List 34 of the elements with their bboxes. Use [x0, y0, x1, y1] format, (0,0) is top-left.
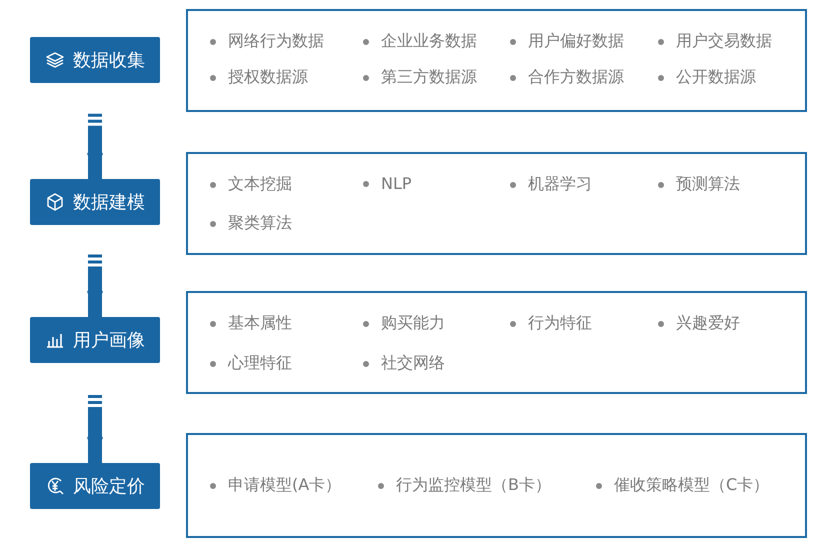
step-box — [30, 179, 160, 225]
bullet-item: 授权数据源 — [210, 67, 308, 88]
content-panel — [186, 9, 807, 112]
content-panel — [186, 433, 807, 538]
bullet-item: 企业业务数据 — [363, 31, 477, 52]
bullet-item: 社交网络 — [363, 353, 445, 374]
bullet-item: 催收策略模型（C卡） — [596, 475, 770, 496]
step-box — [30, 317, 160, 363]
bullet-item: 基本属性 — [210, 313, 292, 334]
bullet-item: NLP — [363, 174, 412, 193]
step-box — [30, 37, 160, 83]
step-title: 用户画像 — [73, 329, 145, 352]
bullet-item: 公开数据源 — [658, 67, 756, 88]
bullet-item: 合作方数据源 — [510, 67, 624, 88]
bullet-item: 用户偏好数据 — [510, 31, 624, 52]
bullet-item: 心理特征 — [210, 353, 292, 374]
content-panel — [186, 291, 807, 394]
step-title: 数据建模 — [73, 191, 145, 214]
bullet-item: 文本挖掘 — [210, 174, 292, 195]
bullet-item: 网络行为数据 — [210, 31, 324, 52]
content-panel — [186, 152, 807, 255]
bullet-item: 用户交易数据 — [658, 31, 772, 52]
bullet-item: 申请模型(A卡） — [210, 475, 342, 496]
bullet-item: 机器学习 — [510, 174, 592, 195]
bullet-item: 购买能力 — [363, 313, 445, 334]
bullet-item: 预测算法 — [658, 174, 740, 195]
bullet-item: 行为监控模型（B卡） — [378, 475, 551, 496]
bullet-item: 兴趣爱好 — [658, 313, 740, 334]
step-title: 风险定价 — [73, 475, 145, 498]
step-box — [30, 463, 160, 509]
bullet-item: 聚类算法 — [210, 213, 292, 234]
bullet-item: 第三方数据源 — [363, 67, 477, 88]
bullet-item: 行为特征 — [510, 313, 592, 334]
step-title: 数据收集 — [73, 49, 145, 72]
